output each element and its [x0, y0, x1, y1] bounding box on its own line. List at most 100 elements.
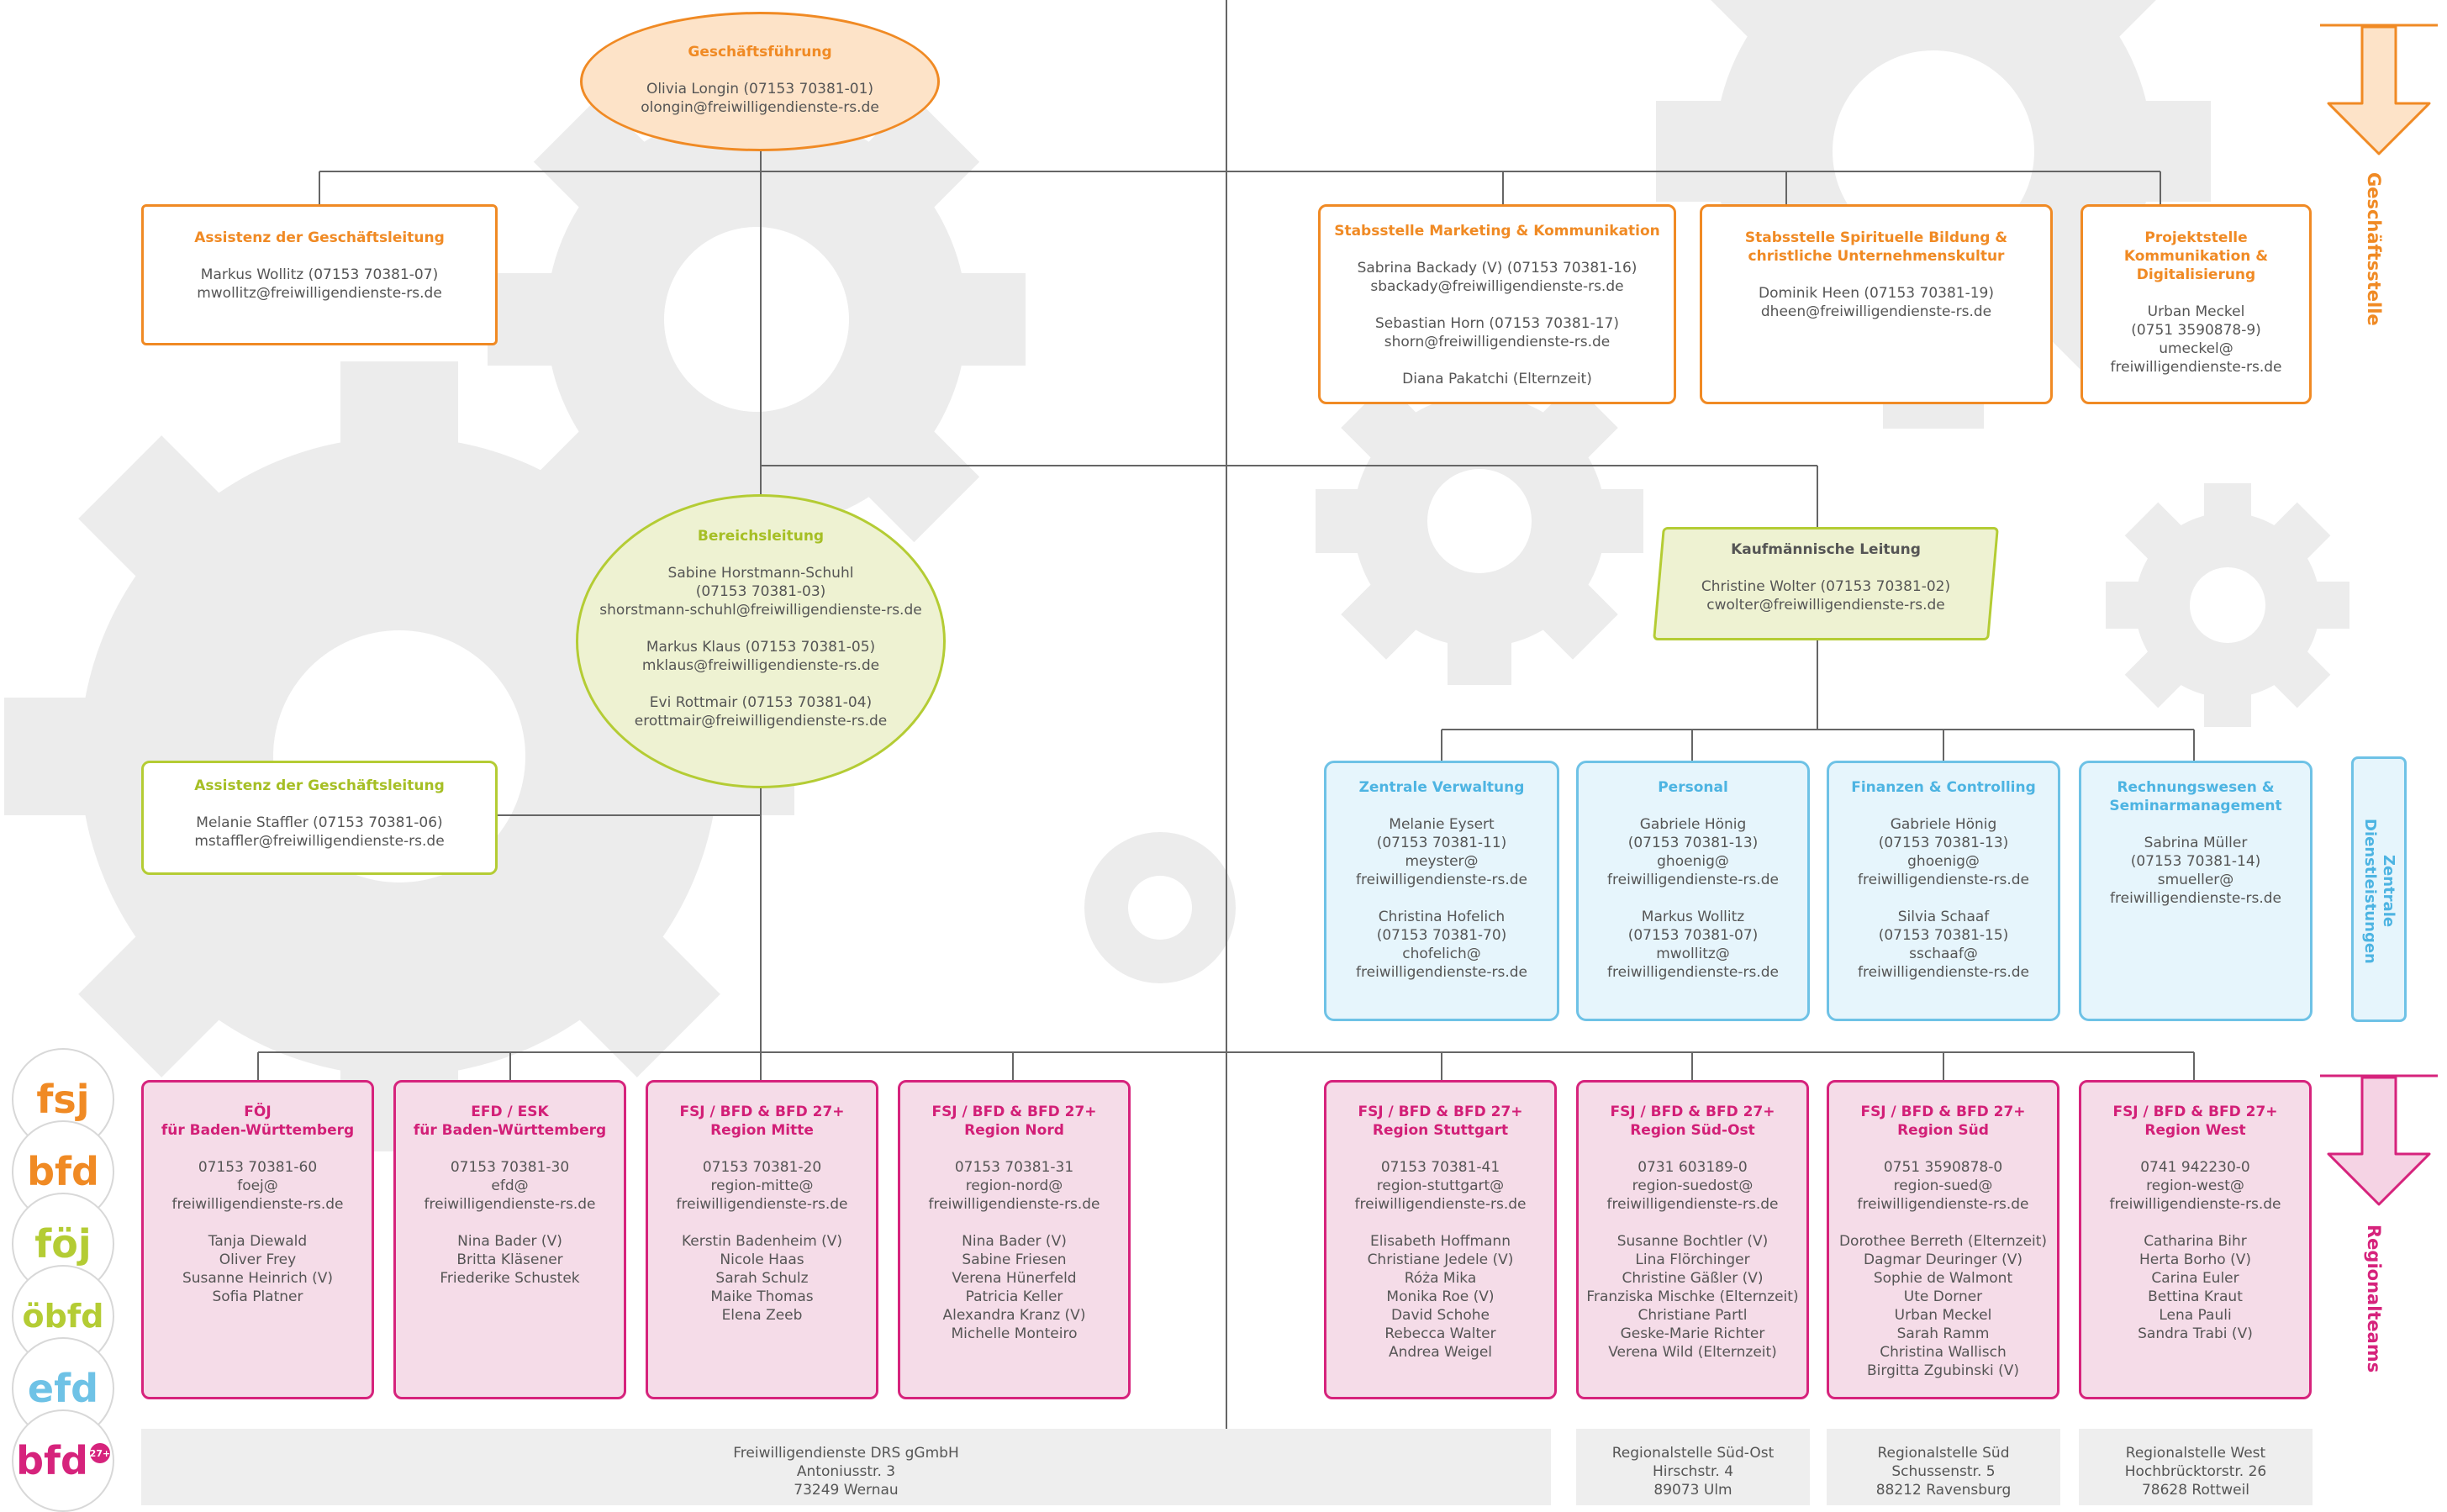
node-line: (07153 70381-70)	[1376, 927, 1507, 944]
side-label-geschaeftsstelle: Geschäftsstelle	[2364, 172, 2384, 326]
node-line: freiwilligendienste-rs.de	[1356, 964, 1527, 981]
node-line: freiwilligendienste-rs.de	[1857, 1196, 2029, 1213]
badge-label: öbfd	[22, 1298, 104, 1335]
node-line	[1579, 1214, 1806, 1232]
node-title: Zentrale Verwaltung	[1358, 779, 1525, 796]
node-line: Herta Borho (V)	[2139, 1251, 2251, 1268]
node-line: mwollitz@	[1656, 946, 1730, 962]
node-line	[1321, 351, 1674, 370]
node-line	[648, 1214, 876, 1232]
node-line: Sarah Ramm	[1896, 1325, 1990, 1342]
node-line: 0731 603189-0	[1637, 1159, 1748, 1176]
node-line: Diana Pakatchi (Elternzeit)	[1402, 371, 1592, 387]
badge-label: efd	[27, 1366, 99, 1411]
node-line: (07153 70381-14)	[2130, 853, 2261, 870]
address-line: Hirschstr. 4	[1652, 1463, 1734, 1480]
node-line: freiwilligendienste-rs.de	[1858, 964, 2029, 981]
badge-label: föj	[34, 1221, 92, 1267]
node-line: Sandra Trabi (V)	[2138, 1325, 2253, 1342]
node-line: Bettina Kraut	[2148, 1288, 2243, 1305]
node-line: Urban Meckel	[2147, 303, 2245, 320]
node-line: Andrea Weigel	[1388, 1344, 1493, 1361]
node-line: Nicole Haas	[720, 1251, 804, 1268]
arrow-down-icon	[2320, 1074, 2438, 1206]
node-line: 07153 70381-31	[954, 1159, 1074, 1176]
node-title: Finanzen & Controlling	[1851, 779, 2036, 796]
node-line: olongin@freiwilligendienste-rs.de	[641, 99, 879, 116]
node-line: Britta Kläsener	[456, 1251, 563, 1268]
node-line: Lina Flörchinger	[1635, 1251, 1750, 1268]
node-line: Dagmar Deuringer (V)	[1863, 1251, 2023, 1268]
node-line	[1579, 889, 1807, 908]
node-line: region-mitte@	[710, 1177, 814, 1194]
address-line: Schussenstr. 5	[1891, 1463, 1996, 1480]
address-line: 73249 Wernau	[794, 1482, 899, 1499]
node-line	[2081, 1214, 2309, 1232]
arrow-down-icon	[2320, 24, 2438, 155]
node-line: shorn@freiwilligendienste-rs.de	[1384, 334, 1611, 350]
node-line: Carina Euler	[2151, 1270, 2239, 1287]
node-line: 07153 70381-41	[1380, 1159, 1500, 1176]
node-line: Sabine Horstmann-Schuhl	[667, 565, 854, 582]
node-line: Michelle Monteiro	[951, 1325, 1078, 1342]
address-line: Hochbrücktorstr. 26	[2124, 1463, 2267, 1480]
node-line: Kerstin Badenheim (V)	[681, 1233, 843, 1250]
node-line: Sarah Schulz	[715, 1270, 809, 1287]
node-line: Markus Wollitz	[1641, 909, 1745, 925]
node-title: Projektstelle Kommunikation & Digitalisi…	[2123, 229, 2269, 283]
node-line: Susanne Bochtler (V)	[1616, 1233, 1769, 1250]
node-line: freiwilligendienste-rs.de	[676, 1196, 848, 1213]
node-line: 0751 3590878-0	[1883, 1159, 2003, 1176]
address-line: Regionalstelle West	[2125, 1445, 2266, 1462]
node-title: Kaufmännische Leitung	[1731, 541, 1921, 558]
node-line	[578, 619, 943, 638]
address-line: Antoniusstr. 3	[796, 1463, 896, 1480]
node-line: region-west@	[2146, 1177, 2244, 1194]
stabsstelle-spirituell-node: Stabsstelle Spirituelle Bildung & christ…	[1700, 204, 2053, 404]
gear-icon	[1084, 832, 1236, 983]
node-line: Nina Bader (V)	[457, 1233, 562, 1250]
badge-label: bfd	[16, 1438, 88, 1483]
address-line: Regionalstelle Süd-Ost	[1611, 1445, 1775, 1462]
node-line: Patricia Keller	[965, 1288, 1063, 1305]
node-line: mwollitz@freiwilligendienste-rs.de	[197, 285, 442, 302]
node-title: Stabsstelle Marketing & Kommunikation	[1334, 223, 1660, 240]
node-line: Alexandra Kranz (V)	[942, 1307, 1086, 1324]
side-label-zentrale-box	[2351, 756, 2407, 1022]
node-line: Tanja Diewald	[208, 1233, 308, 1250]
node-line: freiwilligendienste-rs.de	[1354, 1196, 1527, 1213]
node-title: Stabsstelle Spirituelle Bildung & christ…	[1744, 229, 2008, 265]
node-line: Sebastian Horn (07153 70381-17)	[1375, 315, 1619, 332]
node-line: Nina Bader (V)	[962, 1233, 1067, 1250]
node-line: Oliver Frey	[219, 1251, 297, 1268]
node-line: Melanie Staffler (07153 70381-06)	[196, 814, 443, 831]
node-title: FÖJ für Baden-Württemberg	[161, 1104, 355, 1139]
node-line: ghoenig@	[1907, 853, 1980, 870]
node-line	[578, 675, 943, 693]
address-line: 88212 Ravensburg	[1875, 1482, 2012, 1499]
node-line	[1326, 1214, 1554, 1232]
node-title: FSJ / BFD & BFD 27+ Region Nord	[931, 1104, 1097, 1139]
address-line: Freiwilligendienste DRS gGmbH	[733, 1445, 959, 1462]
node-line: freiwilligendienste-rs.de	[2110, 359, 2282, 376]
node-line: cwolter@freiwilligendienste-rs.de	[1706, 597, 1945, 614]
node-line: foej@	[237, 1177, 278, 1194]
node-line: sbackady@freiwilligendienste-rs.de	[1370, 278, 1624, 295]
node-line: Elena Zeeb	[721, 1307, 803, 1324]
node-line: Dorothee Berreth (Elternzeit)	[1838, 1233, 2048, 1250]
node-line: (07153 70381-03)	[695, 583, 826, 600]
